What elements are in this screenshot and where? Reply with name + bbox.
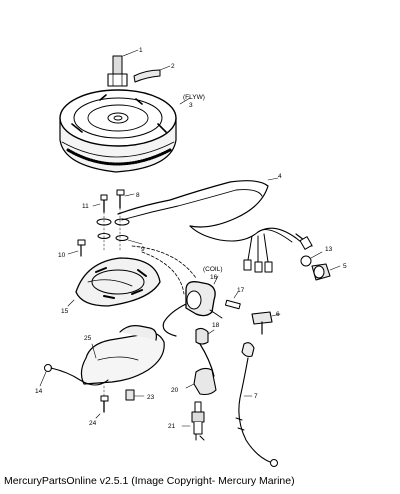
screw-24: [95, 385, 109, 419]
callout-13: 13: [325, 246, 333, 253]
callout-24: 24: [89, 420, 97, 427]
callout-1: 1: [139, 47, 143, 54]
callout-2: 2: [171, 63, 175, 70]
callout-labels: 1 2 (FLYW) 3 4 8 11 9 10 13 5 (COIL) 16 …: [35, 47, 347, 430]
callout-4: 4: [278, 173, 282, 180]
callout-16: 16: [210, 274, 218, 281]
callout-25: 25: [84, 335, 92, 342]
spark-plug: [181, 401, 205, 441]
callout-21: 21: [168, 423, 176, 430]
callout-9: 9: [141, 246, 145, 253]
callout-20: 20: [171, 387, 179, 394]
washers: [96, 207, 143, 253]
stator-plate: [67, 257, 161, 307]
ground-lead: [235, 342, 278, 467]
callout-11: 11: [82, 203, 89, 210]
callout-14: 14: [35, 388, 43, 395]
callout-3: 3: [189, 102, 193, 109]
ignition-coil: [162, 275, 223, 337]
spark-plug-lead: [185, 343, 217, 396]
wiring-harness: [117, 177, 313, 273]
callout-18: 18: [212, 322, 220, 329]
connector-6: [251, 311, 281, 335]
callout-8: 8: [136, 192, 140, 199]
callout-15: 15: [61, 308, 69, 315]
copyright-caption: MercuryPartsOnline v2.5.1 (Image Copyrig…: [4, 475, 295, 487]
connector-5: [311, 263, 341, 281]
trigger-bracket: [80, 325, 165, 385]
flywheel-nut: [107, 49, 139, 87]
callout-6: 6: [276, 311, 280, 318]
callout-17: 17: [237, 287, 245, 294]
flywheel-note: (FLYW): [183, 94, 205, 101]
terminal-13: [300, 251, 323, 267]
callout-10: 10: [58, 252, 66, 259]
boot-18: [195, 327, 215, 345]
ground-wire: [39, 364, 109, 387]
terminal-17: [224, 291, 241, 310]
coil-note: (COIL): [203, 266, 223, 273]
callout-5: 5: [343, 263, 347, 270]
washer-key: [133, 65, 171, 83]
screw-11: [92, 194, 108, 213]
callout-7: 7: [254, 393, 258, 400]
clip-23: [125, 389, 145, 401]
flywheel: [59, 89, 177, 173]
screw-8: [116, 189, 135, 209]
callout-23: 23: [147, 394, 155, 401]
bolt-10: [67, 239, 86, 257]
